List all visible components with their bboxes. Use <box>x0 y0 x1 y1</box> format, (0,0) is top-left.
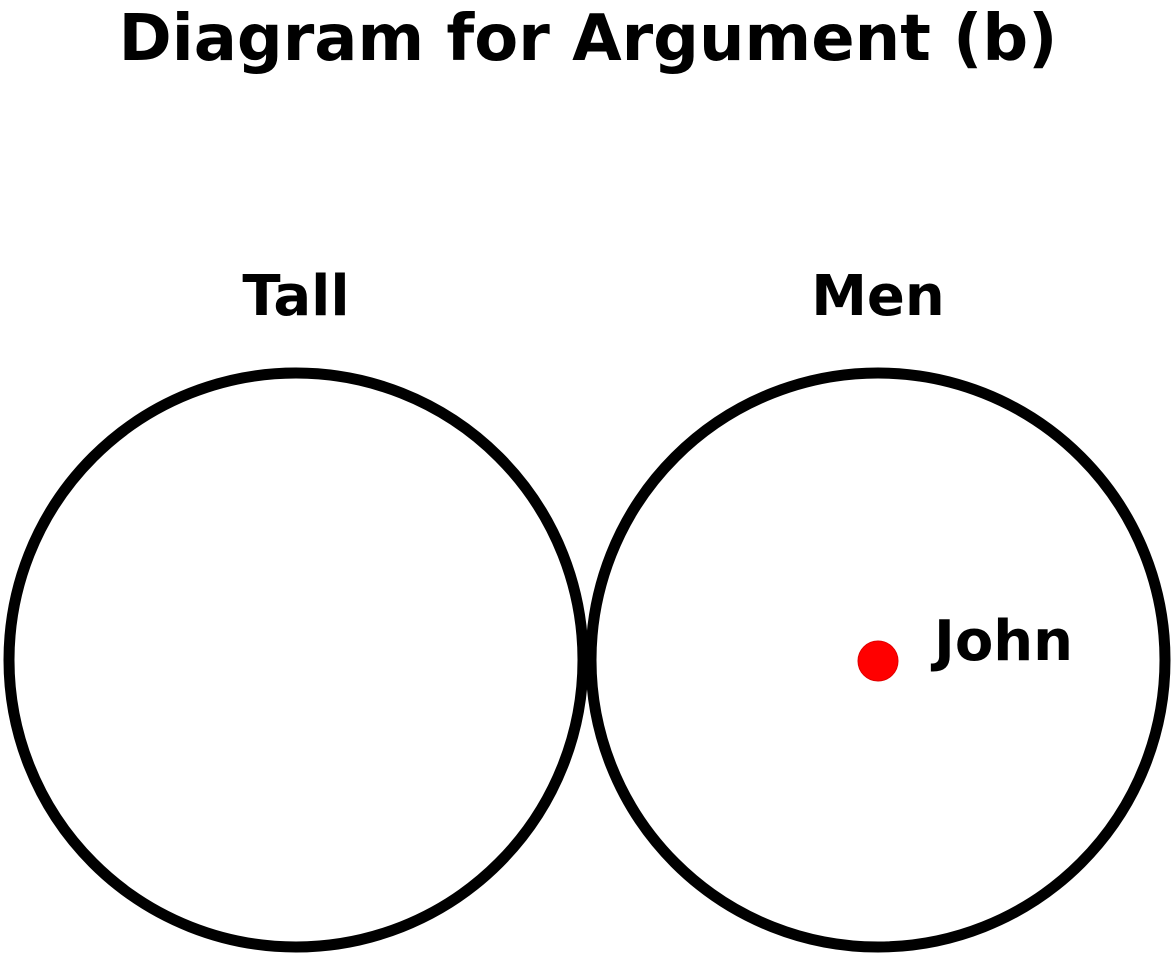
diagram-title: Diagram for Argument (b) <box>119 2 1058 76</box>
set-label-tall: Tall <box>242 264 349 329</box>
set-label-men: Men <box>811 264 945 329</box>
point-label-john: John <box>930 609 1073 674</box>
set-circle-tall <box>3 367 589 953</box>
point-marker-john <box>857 640 899 682</box>
set-circle-men <box>585 367 1171 953</box>
